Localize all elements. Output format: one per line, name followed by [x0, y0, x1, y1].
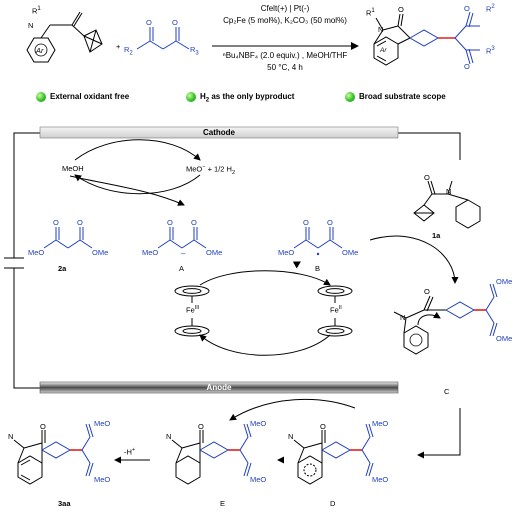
E-n: N	[166, 432, 172, 441]
B-meo: MeO	[278, 248, 295, 257]
product-r3: R3	[486, 46, 495, 56]
A-meo: MeO	[142, 248, 159, 257]
E-meo2: MeO	[250, 475, 267, 484]
methoxide-label: MeO− + 1/2 H2	[186, 164, 236, 176]
condition-temp-time: 50 °C, 4 h	[267, 63, 303, 72]
fe2-label: FeII	[330, 305, 342, 315]
methanol-label: MeOH	[62, 164, 84, 173]
product-o2: O	[464, 4, 470, 13]
label-1a: 1a	[432, 231, 441, 240]
malonyl-anion-A	[157, 227, 207, 249]
product-n: N	[378, 25, 384, 34]
r3-label: R3	[190, 45, 199, 57]
B-o2: O	[327, 218, 333, 227]
ar-label: Ar	[36, 46, 44, 55]
spiro-product	[373, 13, 440, 66]
label-D: D	[330, 499, 336, 508]
product-ar: Ar	[380, 47, 387, 54]
cathode-label: Cathode	[203, 128, 235, 137]
B-ome: OMe	[342, 248, 359, 257]
A-o1: O	[167, 218, 173, 227]
r1-label: R1	[32, 6, 41, 16]
label-A: A	[179, 264, 185, 273]
2a-o1: O	[53, 218, 59, 227]
bullet-icon	[186, 92, 196, 102]
E-meo1: MeO	[250, 419, 267, 428]
A-o2: O	[191, 218, 197, 227]
product-3aa	[13, 430, 46, 485]
ferrocenium	[174, 285, 210, 337]
ferrocene	[317, 285, 353, 337]
cation-D	[293, 430, 326, 485]
2a-o2: O	[77, 218, 83, 227]
3aa-meo2: MeO	[94, 475, 111, 484]
dicarbonyl-o1: O	[146, 18, 152, 27]
r2-label: R2	[124, 45, 133, 57]
amide-n-label: N	[28, 21, 34, 30]
label-B: B	[315, 264, 321, 273]
fe3-label: FeIII	[186, 305, 200, 315]
D-meo1: MeO	[372, 419, 389, 428]
3aa-o: O	[40, 422, 46, 431]
2a-meo: MeO	[28, 248, 45, 257]
svg-text:–: –	[181, 249, 186, 258]
product-o3: O	[464, 62, 470, 71]
dicarbonyl-o2: O	[172, 18, 178, 27]
condition-catalyst: Cp₂Fe (5 mol%), K₂CO₃ (50 mol%)	[223, 16, 347, 25]
radical-intermediate-C	[393, 295, 486, 355]
bullet-icon	[345, 92, 355, 102]
3aa-n: N	[8, 432, 14, 441]
label-2a: 2a	[58, 264, 67, 273]
anode-label-wrap: Anode	[40, 382, 398, 393]
cation-E	[171, 430, 204, 485]
C-o: O	[424, 287, 430, 296]
product-r2: R2	[486, 4, 495, 14]
dicarbonyl-substrate	[136, 27, 190, 50]
3aa-meo1: MeO	[94, 419, 111, 428]
malonate-2a	[43, 227, 93, 249]
label-C: C	[444, 387, 450, 396]
malonyl-radical-B	[293, 227, 343, 249]
C-ome1: OMe	[496, 277, 513, 286]
feature-1: External oxidant free	[50, 92, 130, 101]
E-o: O	[198, 422, 204, 431]
1a-o: O	[424, 173, 430, 182]
D-meo2: MeO	[372, 475, 389, 484]
cathode-label-wrap: Cathode	[40, 127, 398, 138]
D-o: O	[320, 422, 326, 431]
C-ome2: OMe	[496, 334, 513, 343]
bullet-icon	[36, 92, 46, 102]
anode-label: Anode	[206, 383, 232, 392]
feature-3: Broad substrate scope	[359, 92, 446, 101]
condition-electrodes: Cfelt(+) | Pt(-)	[260, 4, 310, 13]
C-n: N	[400, 313, 406, 322]
amide-substrate	[26, 11, 103, 63]
condition-electrolyte: ⁿBu₄NBF₄ (2.0 equiv.) , MeOH/THF	[222, 51, 348, 60]
D-n: N	[288, 432, 294, 441]
label-E: E	[220, 499, 226, 508]
1a-n: N	[446, 187, 452, 196]
product-o: O	[398, 5, 404, 14]
A-ome: OMe	[206, 248, 223, 257]
anode-bar	[39, 381, 399, 394]
product-r1: R1	[366, 8, 375, 18]
substrate-1a	[413, 180, 481, 229]
2a-ome: OMe	[92, 248, 109, 257]
label-3aa: 3aa	[58, 499, 71, 508]
plus-sign: +	[116, 42, 121, 51]
B-o1: O	[303, 218, 309, 227]
deprotonation-label: -H+	[124, 447, 136, 457]
feature-2: H2 as the only byproduct	[200, 92, 295, 104]
cathode-bar	[39, 126, 399, 139]
